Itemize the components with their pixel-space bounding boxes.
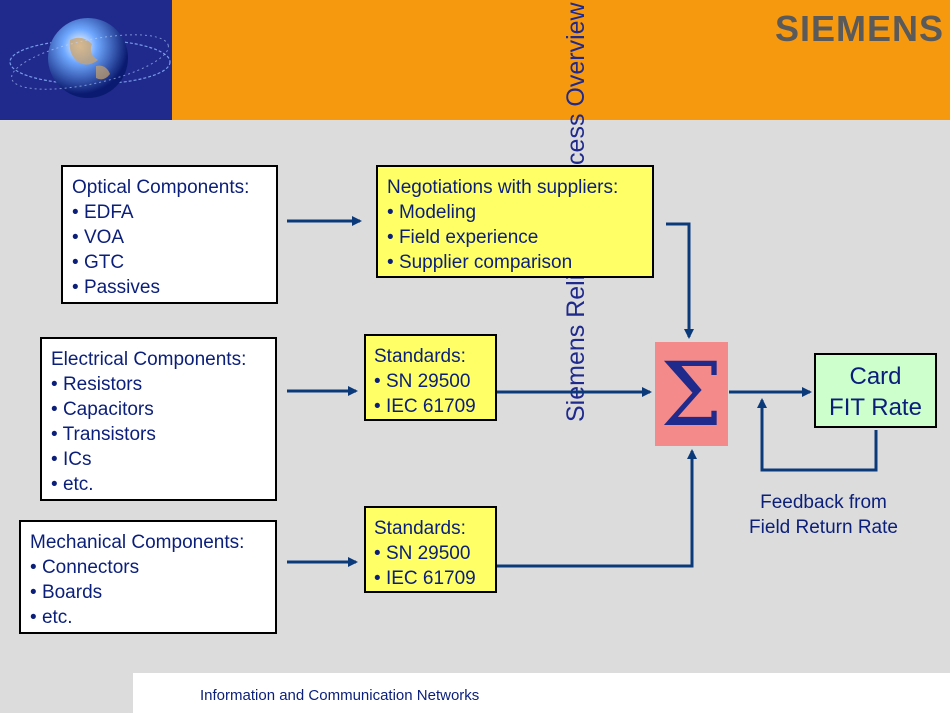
mechanical-item: Connectors — [30, 555, 275, 580]
feedback-loop-arrow — [757, 398, 878, 472]
optical-item: VOA — [72, 225, 276, 250]
electrical-item: Capacitors — [51, 397, 275, 422]
footer-bar: Information and Communication Networks — [133, 673, 950, 713]
standards-box-electrical: Standards: SN 29500 IEC 61709 — [364, 334, 497, 421]
optical-components-box: Optical Components: EDFA VOA GTC Passive… — [61, 165, 278, 304]
electrical-item: ICs — [51, 447, 275, 472]
mechanical-title: Mechanical Components: — [30, 532, 245, 553]
card-label: Card — [849, 363, 902, 390]
siemens-logo: SIEMENS — [774, 8, 944, 49]
negotiations-item: Modeling — [387, 200, 652, 225]
optical-item: Passives — [72, 275, 276, 300]
standards-box-mechanical: Standards: SN 29500 IEC 61709 — [364, 506, 497, 593]
standards-item: SN 29500 — [374, 369, 495, 394]
globe-icon — [9, 18, 171, 98]
card-fit-rate-box: Card FIT Rate — [814, 353, 937, 428]
standards-title: Standards: — [374, 518, 466, 539]
arrow-standards2-to-sum — [497, 449, 697, 568]
mechanical-item: etc. — [30, 605, 275, 630]
sum-node: Σ — [655, 342, 728, 446]
standards-item: IEC 61709 — [374, 394, 495, 419]
standards-item: IEC 61709 — [374, 566, 495, 591]
optical-title: Optical Components: — [72, 177, 250, 198]
mechanical-item: Boards — [30, 580, 275, 605]
footer-text: Information and Communication Networks — [200, 687, 480, 704]
negotiations-item: Supplier comparison — [387, 250, 652, 275]
optical-item: GTC — [72, 250, 276, 275]
standards-item: SN 29500 — [374, 541, 495, 566]
arrow-negotiations-to-sum — [666, 222, 694, 339]
electrical-title: Electrical Components: — [51, 349, 247, 370]
electrical-item: Resistors — [51, 372, 275, 397]
negotiations-title: Negotiations with suppliers: — [387, 177, 619, 198]
feedback-line-1: Feedback from — [760, 492, 887, 513]
negotiations-box: Negotiations with suppliers: Modeling Fi… — [376, 165, 654, 278]
feedback-line-2: Field Return Rate — [749, 517, 898, 538]
electrical-item: etc. — [51, 472, 275, 497]
globe-logo-panel — [0, 0, 172, 120]
electrical-item: Transistors — [51, 422, 275, 447]
standards-title: Standards: — [374, 346, 466, 367]
electrical-components-box: Electrical Components: Resistors Capacit… — [40, 337, 277, 501]
mechanical-components-box: Mechanical Components: Connectors Boards… — [19, 520, 277, 634]
sigma-symbol: Σ — [660, 342, 723, 446]
negotiations-item: Field experience — [387, 225, 652, 250]
feedback-label: Feedback from Field Return Rate — [736, 490, 911, 540]
optical-item: EDFA — [72, 200, 276, 225]
fit-rate-label: FIT Rate — [829, 394, 922, 421]
header-bar: SIEMENS — [172, 0, 950, 120]
